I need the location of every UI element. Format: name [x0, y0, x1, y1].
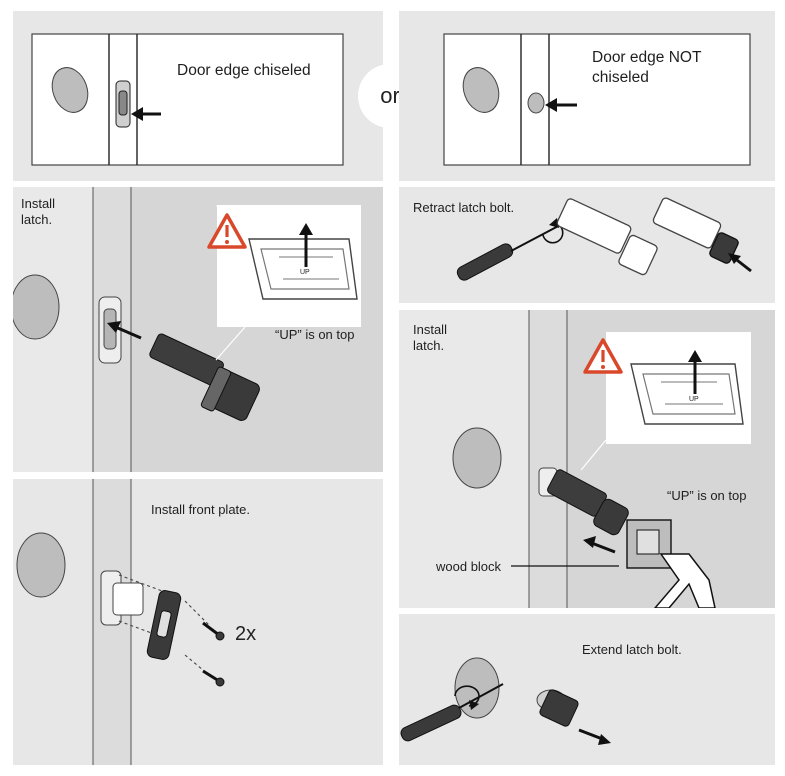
install-latch-right-illustration — [399, 310, 751, 608]
latch-pressed — [652, 197, 739, 264]
step-install-front-plate: Install front plate. — [151, 502, 250, 517]
arrow-icon — [728, 253, 752, 273]
caption-chiseled: Door edge chiseled — [177, 62, 311, 79]
panel-door-edge-not-chiseled: Door edge NOT chiseled — [399, 11, 775, 181]
screw-icon — [202, 669, 225, 687]
latch-retracted — [556, 198, 658, 276]
install-front-plate-illustration — [16, 479, 225, 765]
screwdriver-icon — [400, 683, 504, 742]
panel-install-latch-left: Install latch. UP “UP” is on top — [13, 187, 383, 472]
callout-wood-block: wood block — [436, 559, 502, 574]
panel-install-front-plate: Install front plate. 2x — [13, 479, 383, 765]
latch-up-detail — [630, 350, 744, 425]
caption-not-chiseled: Door edge NOT chiseled — [592, 49, 702, 86]
step-install-latch-right: Install latch. — [413, 322, 447, 353]
wood-block — [626, 519, 672, 569]
step-extend-latch-bolt: Extend latch bolt. — [582, 642, 682, 657]
screw-count: 2x — [235, 623, 257, 645]
note-up-on-top-left: “UP” is on top — [275, 327, 355, 342]
up-mark-right: UP — [689, 396, 699, 403]
front-plate — [146, 590, 182, 660]
screw-icon — [202, 621, 225, 641]
up-mark-left: UP — [300, 269, 310, 276]
door-chiseled-illustration — [31, 33, 344, 166]
warning-icon — [207, 213, 247, 249]
step-install-latch-left: Install latch. — [21, 196, 55, 227]
step-retract-latch-bolt: Retract latch bolt. — [413, 200, 515, 215]
latch-assembly — [149, 333, 260, 421]
panel-retract-latch-bolt: Retract latch bolt. — [399, 187, 775, 303]
extend-latch-illustration — [400, 657, 611, 745]
arrow-icon — [545, 98, 577, 112]
arrow-icon — [107, 321, 142, 340]
panel-install-latch-right: Install latch. UP “UP” is on top wood bl… — [399, 310, 775, 608]
latch-up-detail — [248, 223, 358, 300]
arrow-icon — [583, 536, 616, 554]
hammer-icon — [654, 553, 716, 608]
latch-assembly — [547, 469, 629, 536]
arrow-icon — [131, 107, 161, 121]
panel-extend-latch-bolt: Extend latch bolt. — [399, 614, 775, 765]
retract-latch-illustration — [456, 197, 752, 281]
door-not-chiseled-illustration — [443, 33, 751, 166]
panel-door-edge-chiseled: Door edge chiseled — [13, 11, 383, 181]
warning-icon — [583, 338, 623, 374]
install-latch-left-illustration — [13, 187, 361, 472]
arrow-icon — [578, 728, 611, 745]
note-up-on-top-right: “UP” is on top — [667, 488, 747, 503]
